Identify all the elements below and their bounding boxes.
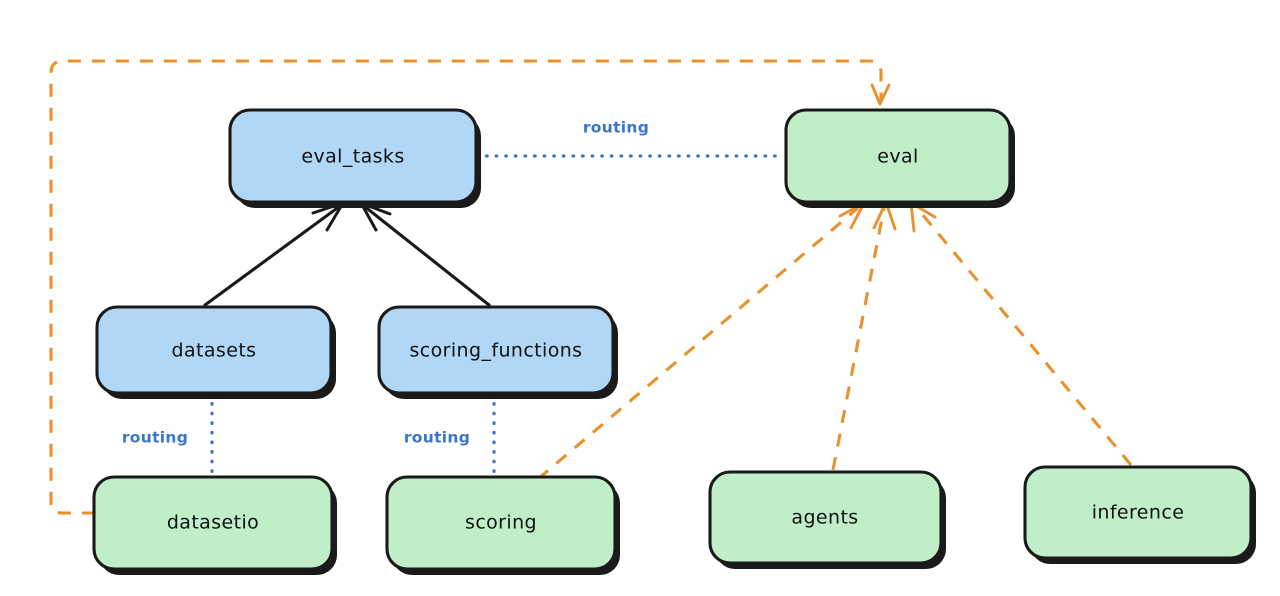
node-datasets[interactable]: datasets <box>95 305 336 399</box>
node-datasetio[interactable]: datasetio <box>92 475 337 575</box>
node-datasets-label: datasets <box>172 340 257 362</box>
node-scoring-functions[interactable]: scoring_functions <box>377 305 618 399</box>
node-scoring-label: scoring <box>465 512 537 534</box>
node-scoring[interactable]: scoring <box>385 475 620 575</box>
node-inference-label: inference <box>1092 502 1185 524</box>
node-inference[interactable]: inference <box>1023 465 1256 564</box>
node-eval-label: eval <box>877 146 918 168</box>
node-eval-tasks[interactable]: eval_tasks <box>228 108 481 208</box>
edge-label-routing-datasetio: routing <box>122 429 188 447</box>
node-agents[interactable]: agents <box>708 470 946 569</box>
node-eval-tasks-label: eval_tasks <box>301 146 404 168</box>
node-datasetio-label: datasetio <box>167 512 259 534</box>
node-agents-label: agents <box>791 507 858 529</box>
node-scoring-functions-label: scoring_functions <box>410 340 583 362</box>
edge-label-routing-eval: routing <box>583 119 649 137</box>
node-eval[interactable]: eval <box>784 108 1015 208</box>
edge-datasetio-eval <box>49 59 891 515</box>
edge-label-routing-scoring: routing <box>404 429 470 447</box>
